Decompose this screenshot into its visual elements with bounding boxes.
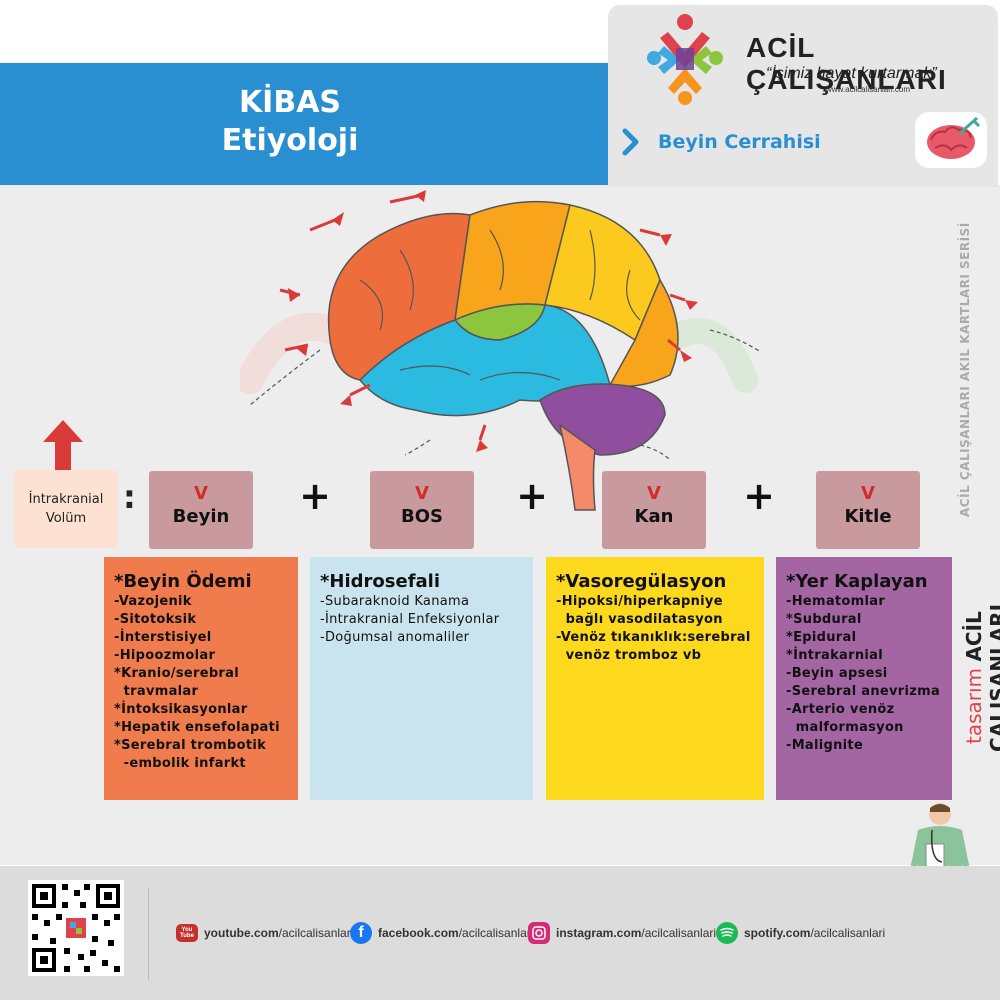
- card-heading: *Vasoregülasyon: [556, 571, 727, 592]
- plus-sign: +: [299, 474, 331, 518]
- card-beyin-odemi: *Beyin Ödemi -Vazojenik -Sitotoksik -İnt…: [104, 557, 298, 800]
- list-item: -Vazojenik: [114, 594, 192, 609]
- design-prefix: tasarım: [962, 668, 986, 745]
- series-label: ACİL ÇALIŞANLARI AKIL KARTLARI SERİSİ: [958, 222, 972, 518]
- volume-symbol: V: [415, 483, 429, 504]
- list-item: -Subaraknoid Kanama: [320, 594, 470, 609]
- list-item: *İntoksikasyonlar: [114, 702, 248, 717]
- list-item: *Serebral trombotik: [114, 738, 267, 753]
- title-line-2: Etiyoloji: [221, 123, 359, 158]
- instagram-link[interactable]: instagram.com/acilcalisanlari: [528, 921, 716, 945]
- brain-illustration: [240, 190, 760, 511]
- brand-url: www.acilcalisanlari.com: [826, 85, 911, 94]
- youtube-path: /acilcalisanlari: [278, 926, 354, 940]
- youtube-icon: You Tube: [176, 924, 198, 942]
- card-list: -Vazojenik -Sitotoksik -İnterstisiyel -H…: [114, 593, 292, 773]
- facebook-path: /acilcalisanlari: [458, 926, 534, 940]
- instagram-path: /acilcalisanlari: [641, 926, 717, 940]
- card-list: -Hipoksi/hiperkapniye bağlı vasodilatasy…: [556, 593, 758, 665]
- volume-term-label: BOS: [401, 506, 443, 527]
- chevron-right-icon: [622, 128, 639, 156]
- list-item: -Serebral anevrizma: [786, 684, 941, 699]
- brand-slogan: “İşimiz hayat kurtarmak”: [766, 65, 937, 82]
- instagram-host: instagram.com: [556, 926, 642, 940]
- up-arrow-icon: [43, 420, 83, 482]
- list-item: venöz tromboz vb: [556, 648, 702, 663]
- qr-code[interactable]: [28, 880, 124, 976]
- volume-term-kan: V Kan: [602, 471, 706, 549]
- list-item: -İnterstisiyel: [114, 630, 212, 645]
- list-item: -Arterio venöz: [786, 702, 895, 717]
- card-vasoregulasyon: *Vasoregülasyon -Hipoksi/hiperkapniye ba…: [546, 557, 764, 800]
- list-item: *Subdural: [786, 612, 862, 627]
- volume-symbol: V: [861, 483, 875, 504]
- facebook-host: facebook.com: [378, 926, 459, 940]
- volume-symbol: V: [194, 483, 208, 504]
- list-item: malformasyon: [786, 720, 904, 735]
- list-item: *Epidural: [786, 630, 857, 645]
- instagram-icon: [528, 922, 550, 944]
- plus-sign: +: [743, 474, 775, 518]
- title-band: [0, 63, 640, 185]
- volume-term-label: Kitle: [844, 506, 892, 527]
- list-item: -Malignite: [786, 738, 864, 753]
- youtube-link[interactable]: You Tube youtube.com/acilcalisanlari: [176, 921, 353, 945]
- logo-icon: [647, 14, 723, 105]
- volume-term-bos: V BOS: [370, 471, 474, 549]
- plus-sign: +: [516, 474, 548, 518]
- intracranial-volume-label: İntrakranial Volüm: [14, 470, 118, 548]
- footer: [0, 866, 1000, 1000]
- list-item: -Hipoksi/hiperkapniye: [556, 594, 723, 609]
- title-line-1: KİBAS: [238, 85, 342, 120]
- spotify-icon: [716, 922, 738, 944]
- card-hidrosefali: *Hidrosefali -Subaraknoid Kanama -İntrak…: [310, 557, 533, 800]
- list-item: -İntrakranial Enfeksiyonlar: [320, 612, 500, 627]
- volume-symbol: V: [647, 483, 661, 504]
- spotify-link[interactable]: spotify.com/acilcalisanlari: [716, 921, 885, 945]
- card-heading: *Beyin Ödemi: [114, 571, 252, 592]
- volume-term-kitle: V Kitle: [816, 471, 920, 549]
- list-item: -Beyin apsesi: [786, 666, 888, 681]
- list-item: -Venöz tıkanıklık:serebral: [556, 630, 751, 645]
- brain-category-icon: [915, 112, 987, 168]
- card-yer-kaplayan: *Yer Kaplayan -Hematomlar *Subdural *Epi…: [776, 557, 952, 800]
- list-item: -Sitotoksik: [114, 612, 197, 627]
- list-item: *Kranio/serebral: [114, 666, 239, 681]
- facebook-link[interactable]: f facebook.com/acilcalisanlari: [350, 921, 533, 945]
- list-item: -Hematomlar: [786, 594, 886, 609]
- design-credit: tasarım ACİL ÇALIŞANLARI: [962, 548, 1000, 808]
- spotify-host: spotify.com: [744, 926, 811, 940]
- list-item: -Hipoozmolar: [114, 648, 216, 663]
- page-title: KİBAS Etiyoloji: [160, 84, 420, 160]
- brand-name: ACİL ÇALIŞANLARI: [746, 32, 947, 95]
- volume-term-label: Kan: [634, 506, 674, 527]
- card-heading: *Hidrosefali: [320, 571, 441, 592]
- volume-term-label: Beyin: [172, 506, 230, 527]
- volume-term-beyin: V Beyin: [149, 471, 253, 549]
- facebook-icon: f: [350, 922, 372, 944]
- list-item: -Doğumsal anomaliler: [320, 630, 470, 645]
- list-item: bağlı vasodilatasyon: [556, 612, 723, 627]
- footer-divider: [148, 888, 149, 980]
- youtube-host: youtube.com: [204, 926, 279, 940]
- list-item: travmalar: [114, 684, 199, 699]
- card-list: -Hematomlar *Subdural *Epidural *İntraka…: [786, 593, 946, 755]
- category-label: Beyin Cerrahisi: [658, 131, 821, 153]
- card-heading: *Yer Kaplayan: [786, 571, 928, 592]
- spotify-path: /acilcalisanlari: [810, 926, 886, 940]
- list-item: *İntrakarnial: [786, 648, 883, 663]
- card-list: -Subaraknoid Kanama -İntrakranial Enfeks…: [320, 593, 527, 647]
- formula-colon: :: [123, 478, 136, 516]
- list-item: *Hepatik ensefolapati: [114, 720, 280, 735]
- list-item: -embolik infarkt: [114, 756, 246, 771]
